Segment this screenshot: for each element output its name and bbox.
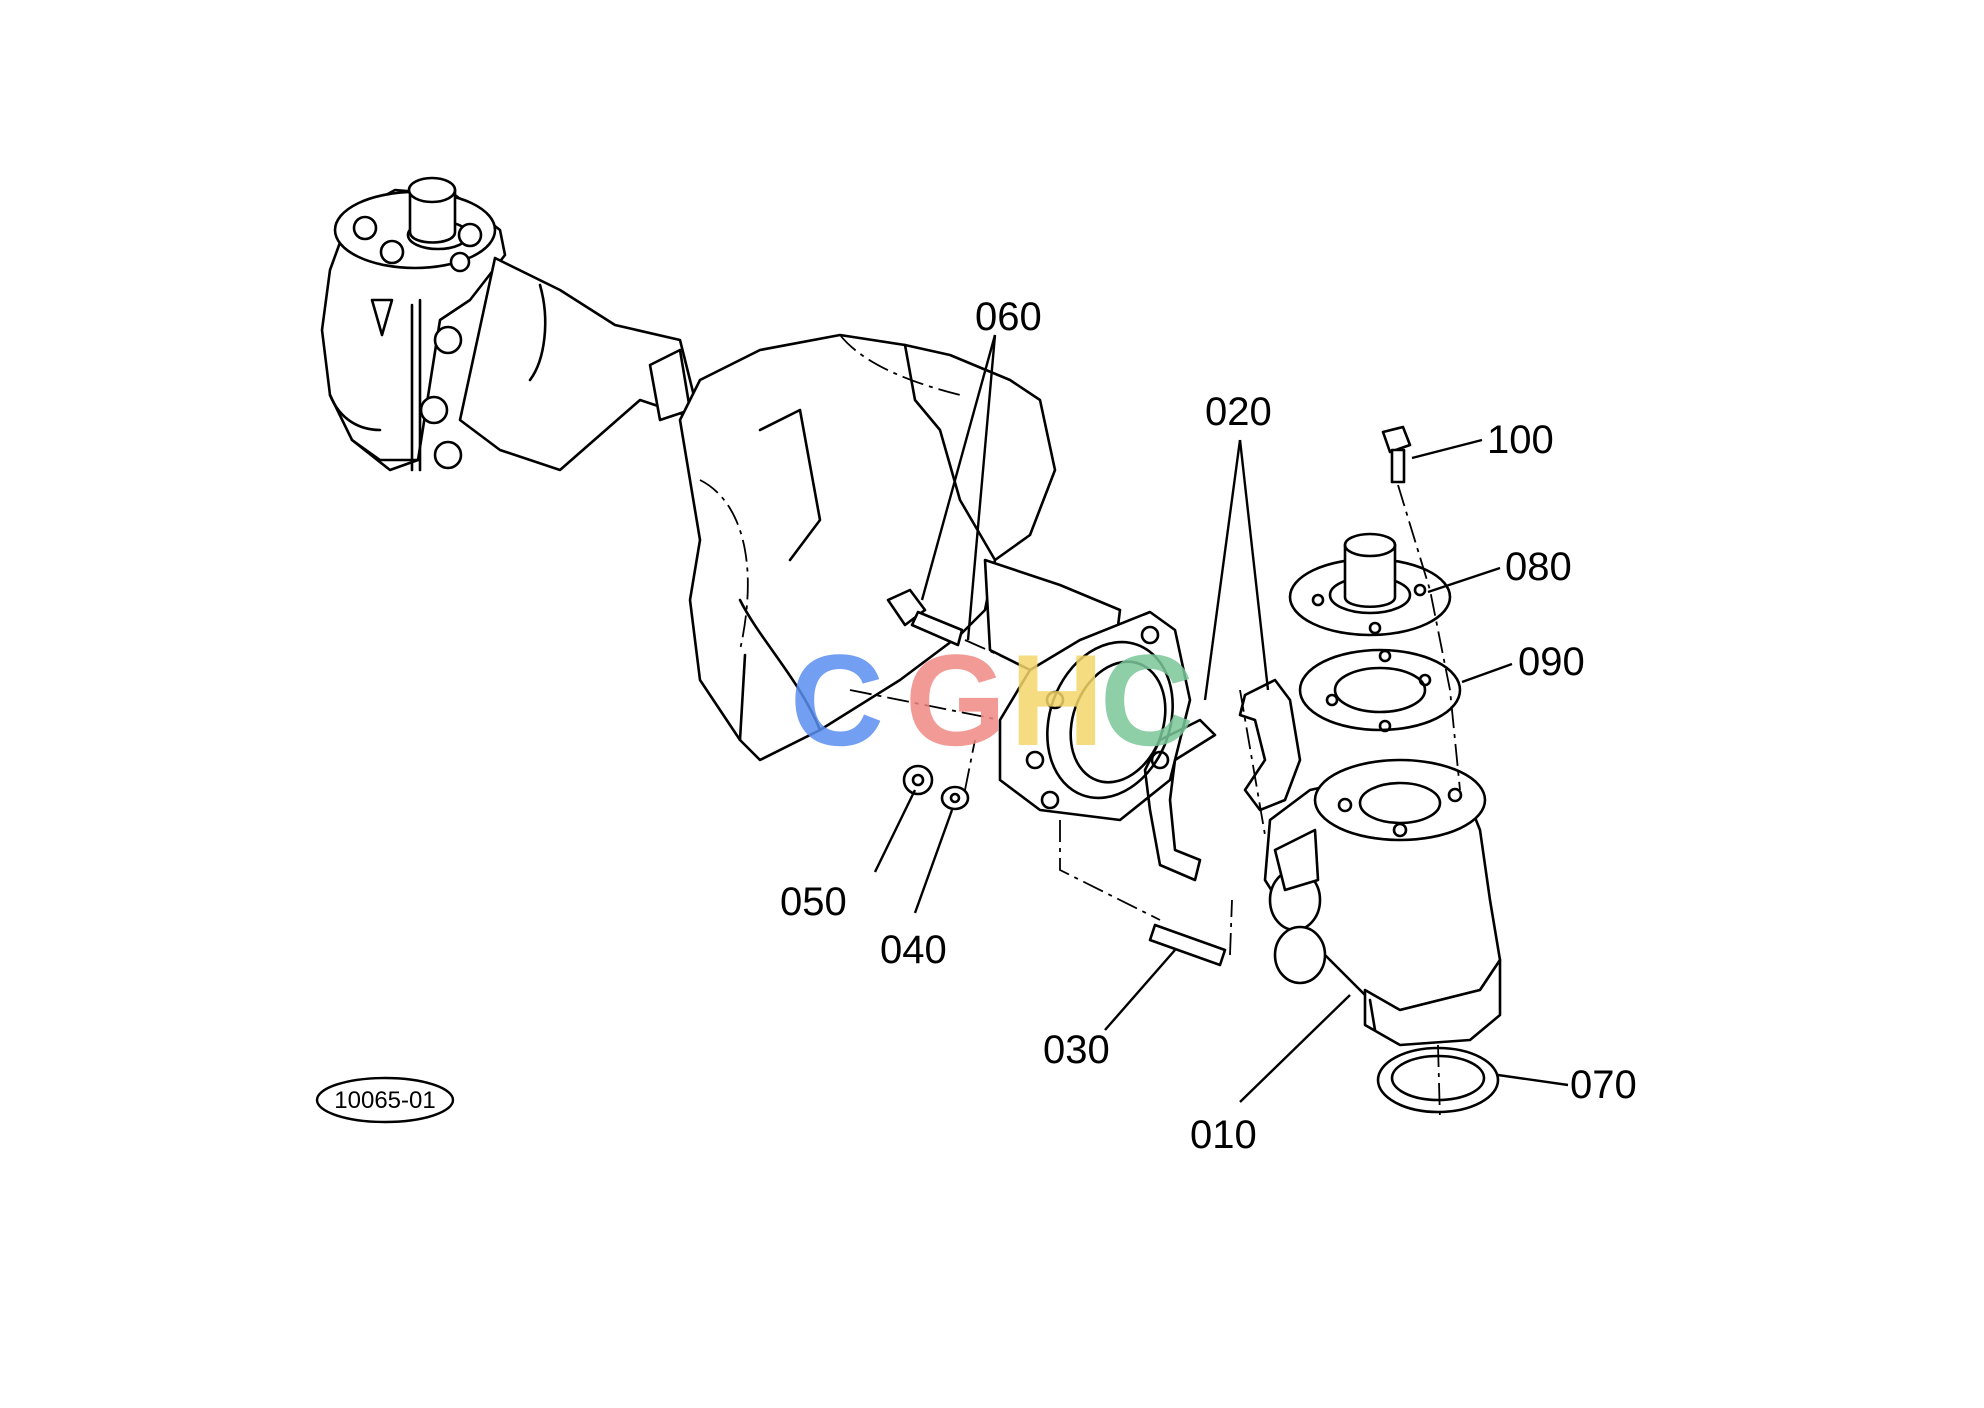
callout-020: 020 [1205,390,1272,434]
mounting-flange [998,610,1192,822]
assembly-lines [849,484,1461,1121]
axle-housing [320,176,1122,762]
watermark-letter: C [790,627,884,773]
nut-050 [902,764,934,796]
callout-030: 030 [1043,1028,1110,1072]
watermark-letter: G [905,627,1006,773]
leader-lines [873,334,1569,1103]
callout-100: 100 [1487,418,1554,462]
callout-050: 050 [780,880,847,924]
watermark-letter: H [1010,627,1104,773]
callout-080: 080 [1505,545,1572,589]
callout-070: 070 [1570,1063,1637,1107]
reference-code: 10065-01 [315,1076,455,1124]
callout-010: 010 [1190,1113,1257,1157]
knuckle-case [1263,758,1502,1047]
callout-labels: 060 020 100 080 090 050 040 030 010 070 [780,295,1637,1157]
callout-040: 040 [880,928,947,972]
stud-030 [1148,923,1227,967]
king-pin-cover [1288,532,1452,637]
watermark-letter: C [1100,627,1194,773]
reference-code-text: 10065-01 [334,1087,435,1114]
shim-ring [1298,648,1462,733]
washer-040 [940,785,970,811]
callout-090: 090 [1518,640,1585,684]
bolt-060 [886,588,964,647]
callout-060: 060 [975,295,1042,339]
watermark-logo: C G H C [790,627,1194,773]
bolt-100 [1381,425,1412,484]
